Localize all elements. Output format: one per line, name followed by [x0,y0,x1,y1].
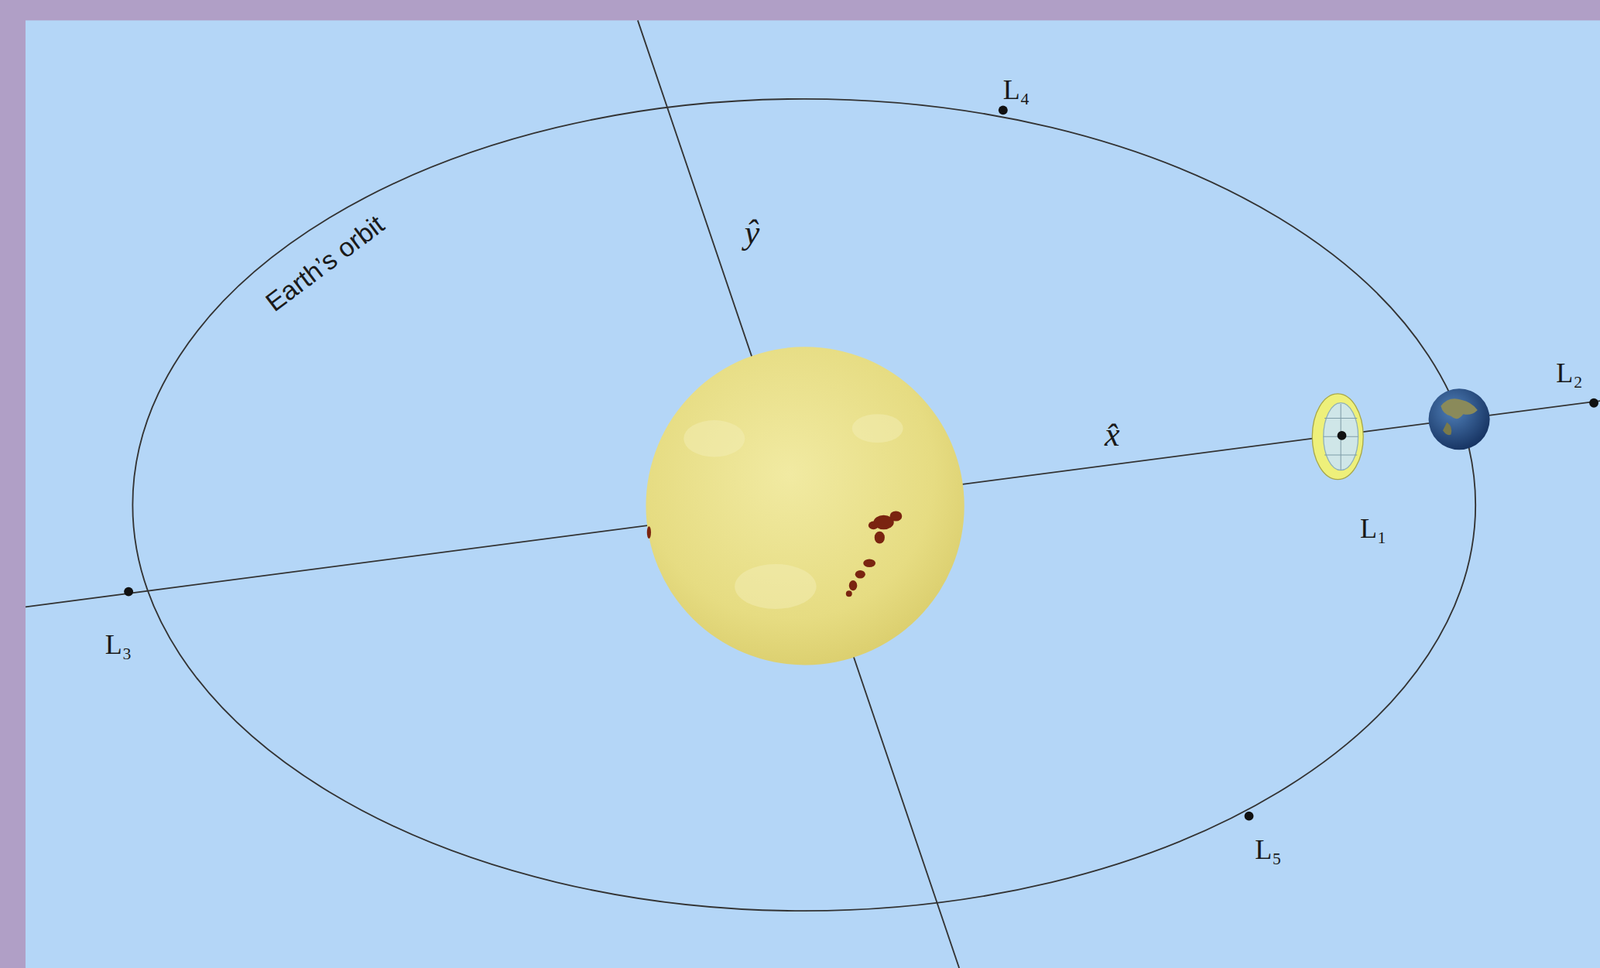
earth-orbit [132,99,1476,912]
sunspots [647,510,903,597]
axis-label: ŷ [744,215,761,251]
lagrange-label: L₃ [105,630,133,659]
sun-texture [683,414,903,610]
lagrange-label: L₂ [1555,359,1583,388]
lagrange-points [123,105,1599,821]
sun [645,346,964,665]
lagrange-label: L₄ [1003,75,1031,104]
lagrange-label: L₅ [1254,835,1282,864]
earth [1428,388,1491,450]
sky-panel [25,20,1600,968]
lagrange-label: L₁ [1360,514,1388,543]
axis-label: x̂ [1104,417,1121,453]
spacecraft [1312,394,1364,480]
